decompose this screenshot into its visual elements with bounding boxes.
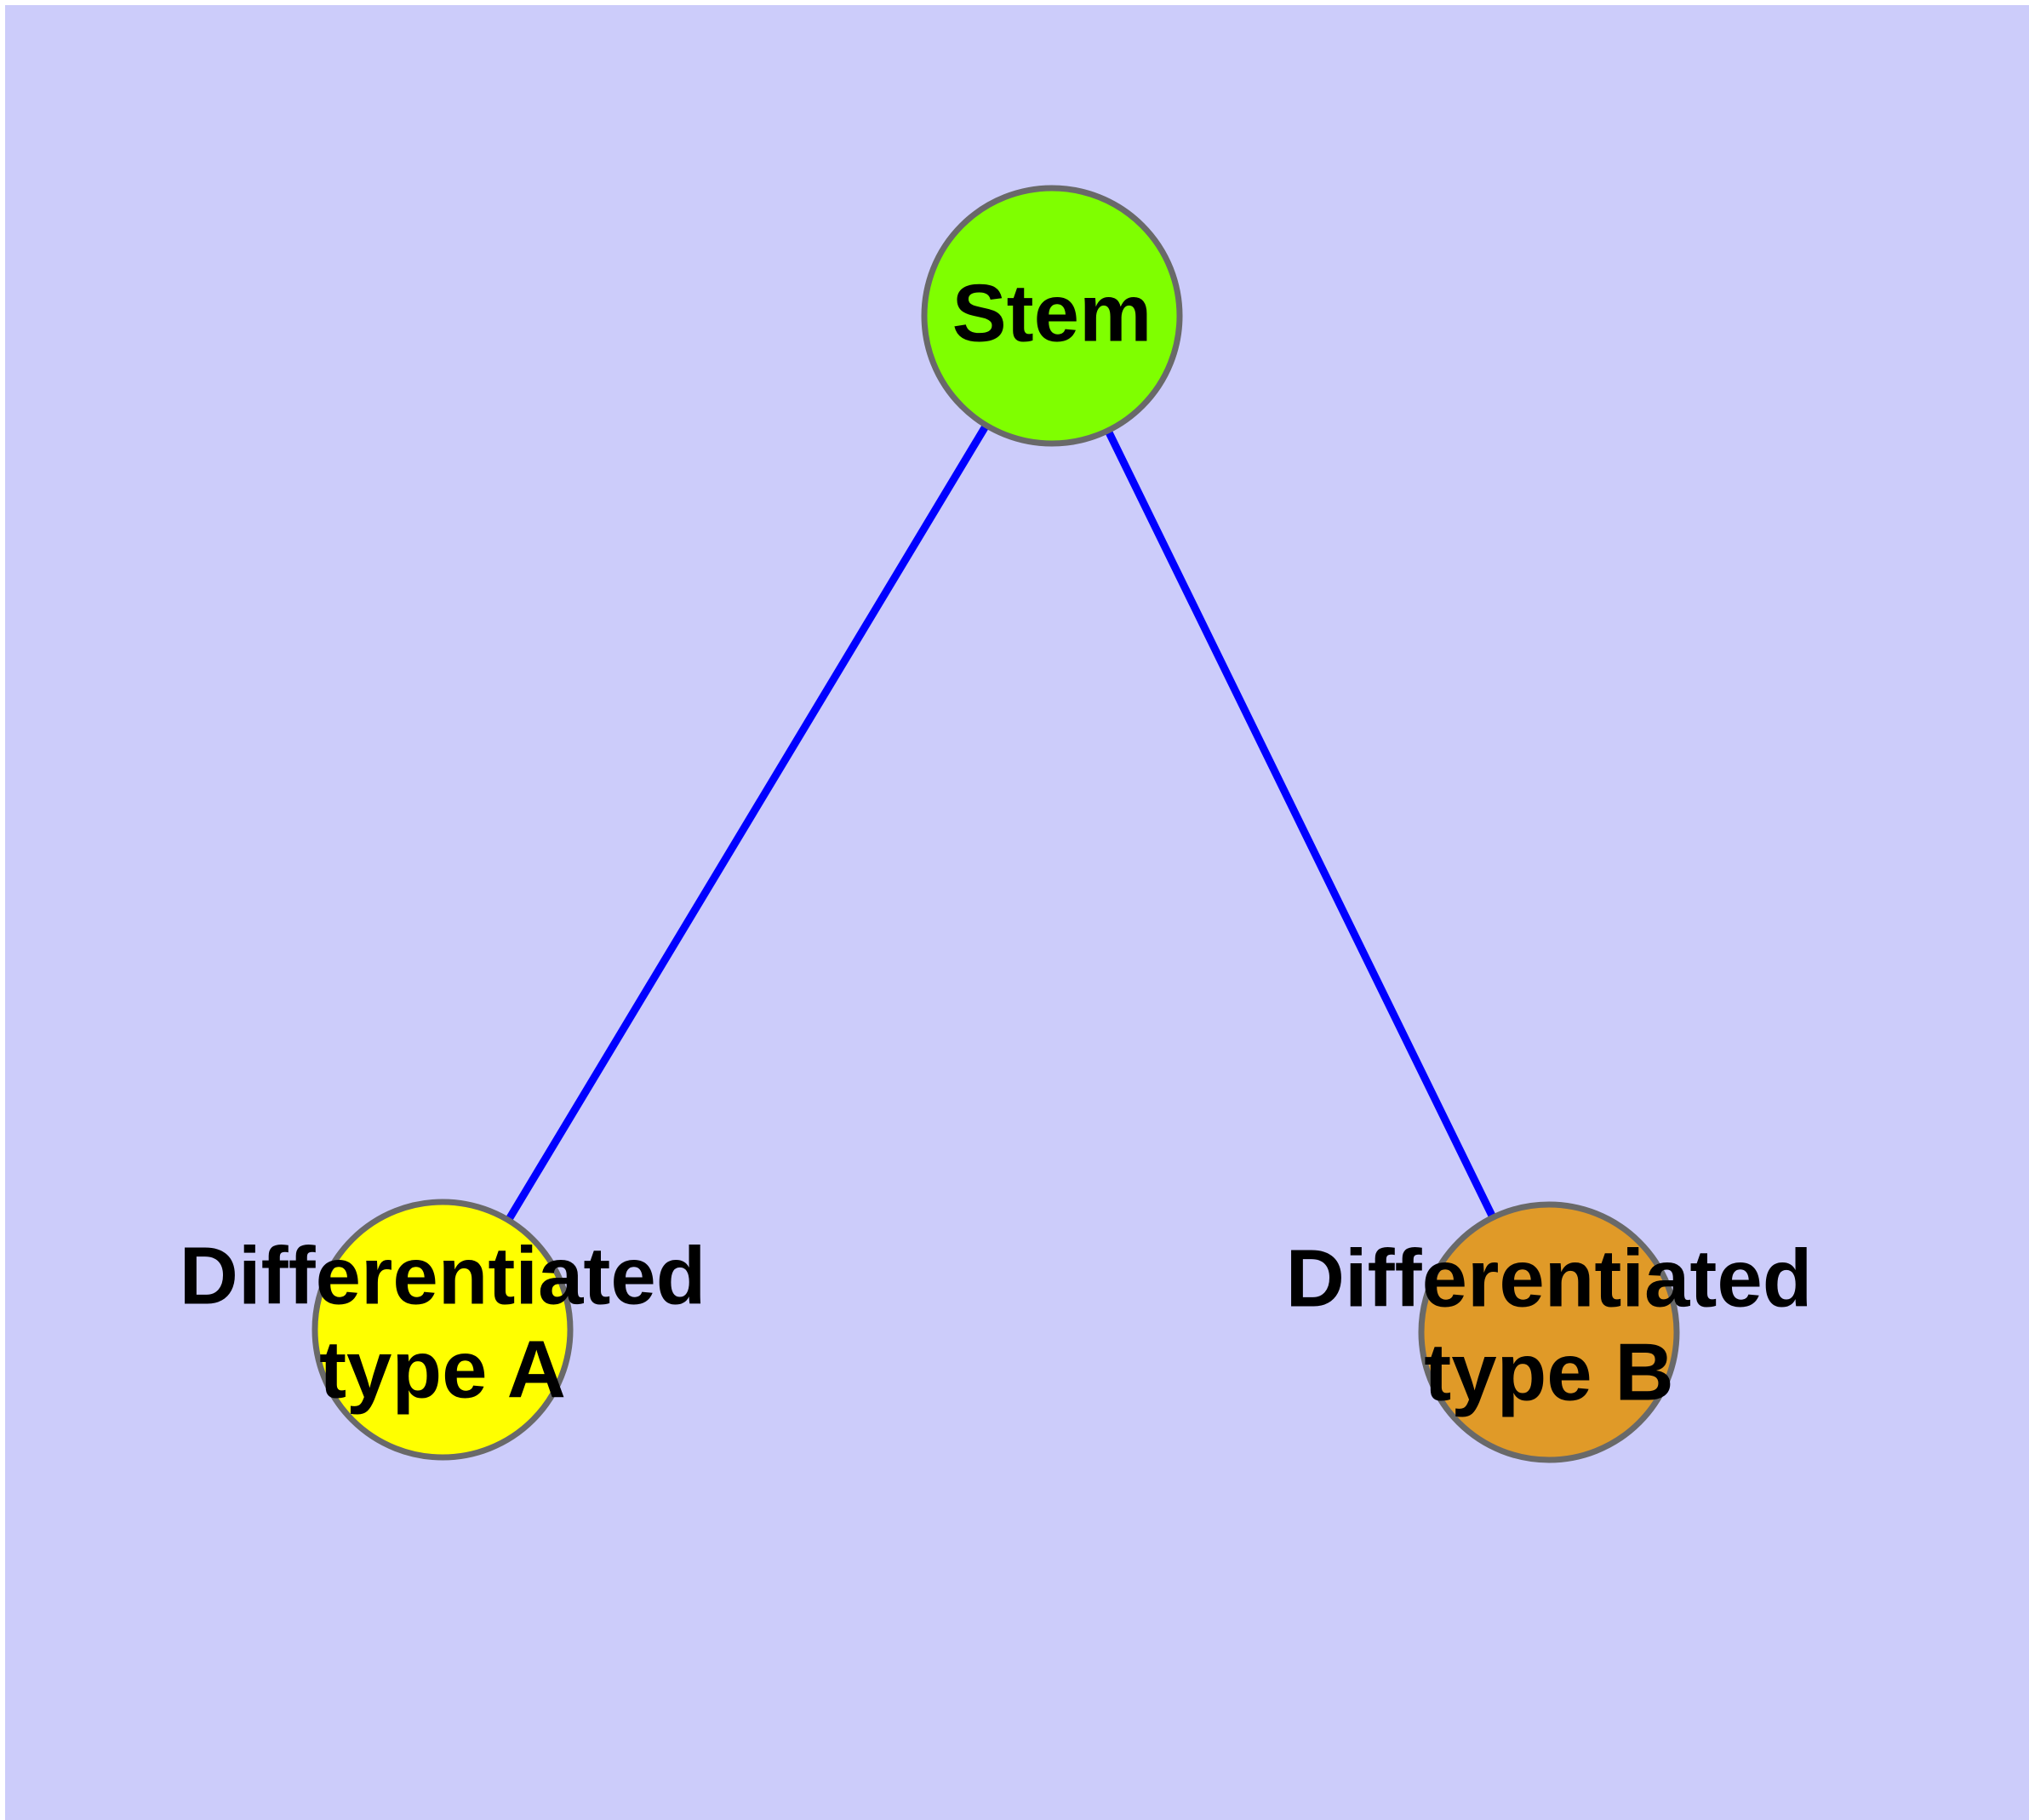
node-differentiated-type-a[interactable] <box>311 1199 574 1461</box>
node-differentiated-type-b-circle[interactable] <box>1418 1201 1680 1463</box>
node-stem-label: Stem <box>952 267 1152 358</box>
node-differentiated-type-a-label-line2: type A <box>319 1324 566 1415</box>
edge-stem-to-differentiated-a[interactable] <box>439 313 1055 1332</box>
labels-layer: Stem Differentiated type A Differentiate… <box>180 267 1813 1417</box>
node-differentiated-type-a-circle[interactable] <box>311 1199 574 1461</box>
node-differentiated-type-b-label-line2: type B <box>1424 1326 1673 1417</box>
node-differentiated-type-a-label-line1: Differentiated <box>180 1230 706 1321</box>
edge-stem-to-differentiated-b[interactable] <box>1048 314 1553 1334</box>
node-differentiated-type-b-label: Differentiated type B <box>1286 1233 1813 1417</box>
node-differentiated-type-b-label-line1: Differentiated <box>1286 1233 1813 1324</box>
edges-layer <box>439 313 1553 1334</box>
node-stem-circle[interactable] <box>921 185 1183 447</box>
node-stem[interactable] <box>921 185 1183 447</box>
nodes-layer <box>311 185 1680 1463</box>
node-differentiated-type-b[interactable] <box>1418 1201 1680 1463</box>
node-differentiated-type-a-label: Differentiated type A <box>180 1230 706 1415</box>
